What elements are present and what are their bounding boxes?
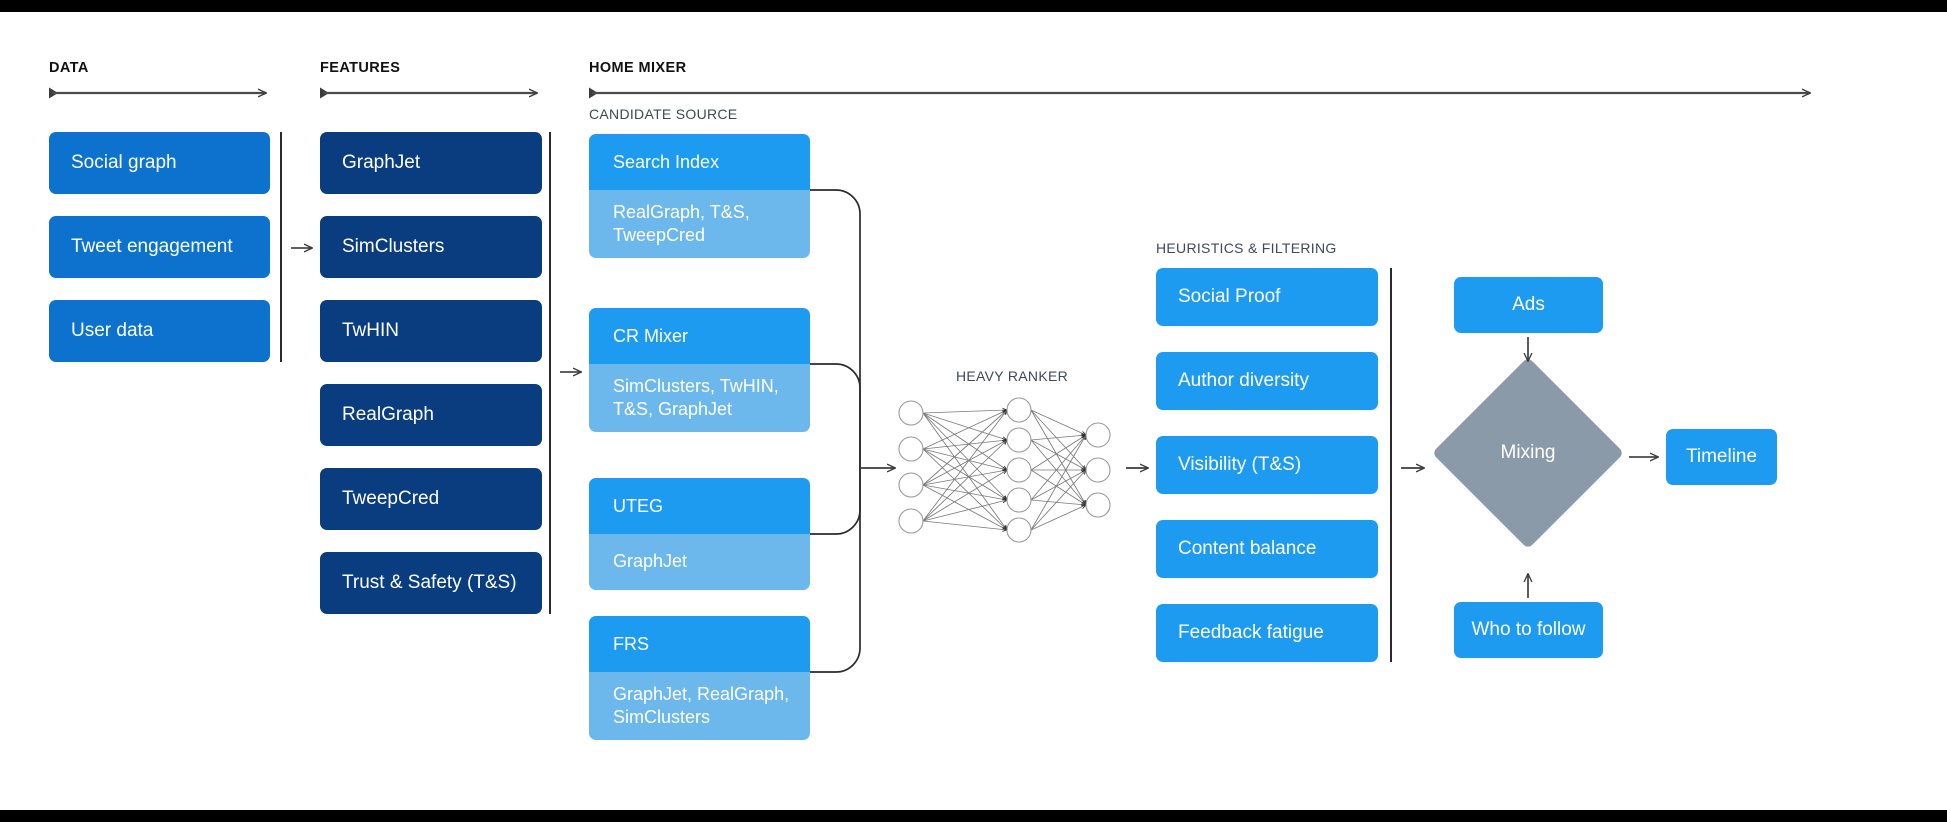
stage-axis-data — [49, 87, 266, 99]
data-box-label: User data — [71, 320, 154, 341]
output-box-label: Timeline — [1685, 446, 1758, 467]
feature-box-label: RealGraph — [342, 404, 434, 425]
candidate-source-card-search-index[interactable]: Search Index RealGraph, T&S, TweepCred — [589, 134, 810, 258]
heuristic-box-label: Visibility (T&S) — [1178, 454, 1302, 475]
heuristic-box-label: Author diversity — [1178, 370, 1309, 391]
candidate-source-features: SimClusters, TwHIN, T&S, GraphJet — [589, 364, 810, 432]
candidate-source-features: GraphJet, RealGraph, SimClusters — [589, 672, 810, 740]
feature-box-label: TweepCred — [342, 488, 440, 509]
stage-header-data: DATA — [49, 60, 89, 76]
candidate-source-card-frs[interactable]: FRS GraphJet, RealGraph, SimClusters — [589, 616, 810, 740]
output-box-who-to-follow[interactable]: Who to follow — [1454, 602, 1603, 658]
candidate-source-label: CANDIDATE SOURCE — [589, 106, 738, 122]
heuristic-box-author-diversity[interactable]: Author diversity — [1156, 352, 1378, 410]
candidate-source-card-uteg[interactable]: UTEG GraphJet — [589, 478, 810, 590]
heuristic-box-social-proof[interactable]: Social Proof — [1156, 268, 1378, 326]
data-box-user-data[interactable]: User data — [49, 300, 270, 362]
candidate-source-features: RealGraph, T&S, TweepCred — [589, 190, 810, 258]
heuristic-box-label: Content balance — [1178, 538, 1317, 559]
output-box-label: Who to follow — [1471, 619, 1586, 640]
data-box-label: Social graph — [71, 152, 177, 173]
heuristic-box-label: Feedback fatigue — [1178, 622, 1324, 643]
candidate-source-bracket — [810, 189, 861, 673]
divider-features-mixer — [549, 132, 551, 614]
stage-header-features: FEATURES — [320, 60, 401, 76]
diagram-canvas: DATA FEATURES HOME MIXER CANDIDATE SOURC… — [0, 12, 1947, 810]
feature-box-trust-safety[interactable]: Trust & Safety (T&S) — [320, 552, 542, 614]
divider-heuristics-output — [1390, 268, 1392, 662]
data-box-social-graph[interactable]: Social graph — [49, 132, 270, 194]
feature-box-graphjet[interactable]: GraphJet — [320, 132, 542, 194]
heuristic-box-visibility[interactable]: Visibility (T&S) — [1156, 436, 1378, 494]
candidate-source-title: Search Index — [589, 134, 810, 190]
output-box-ads[interactable]: Ads — [1454, 277, 1603, 333]
stage-axis-home-mixer — [589, 87, 1810, 99]
heuristics-label: HEURISTICS & FILTERING — [1156, 240, 1337, 256]
candidate-source-features: GraphJet — [589, 534, 810, 590]
output-box-timeline[interactable]: Timeline — [1666, 429, 1777, 485]
feature-box-label: GraphJet — [342, 152, 421, 173]
feature-box-label: TwHIN — [342, 320, 399, 341]
feature-box-label: SimClusters — [342, 236, 445, 257]
data-box-tweet-engagement[interactable]: Tweet engagement — [49, 216, 270, 278]
mixing-node[interactable]: Mixing — [1431, 356, 1625, 550]
mixing-label: Mixing — [1500, 442, 1556, 463]
feature-box-simclusters[interactable]: SimClusters — [320, 216, 542, 278]
feature-box-label: Trust & Safety (T&S) — [342, 572, 517, 593]
heuristic-box-label: Social Proof — [1178, 286, 1281, 307]
candidate-source-title: UTEG — [589, 478, 810, 534]
stage-header-home-mixer: HOME MIXER — [589, 60, 687, 76]
heavy-ranker-network — [898, 397, 1111, 543]
divider-data-features — [280, 132, 282, 362]
nn-edges — [922, 410, 1086, 530]
heuristic-box-content-balance[interactable]: Content balance — [1156, 520, 1378, 578]
candidate-source-card-cr-mixer[interactable]: CR Mixer SimClusters, TwHIN, T&S, GraphJ… — [589, 308, 810, 432]
heuristic-box-feedback-fatigue[interactable]: Feedback fatigue — [1156, 604, 1378, 662]
candidate-source-title: CR Mixer — [589, 308, 810, 364]
heavy-ranker-label: HEAVY RANKER — [956, 368, 1069, 384]
diagram-connectors-layer — [49, 87, 1947, 673]
data-box-label: Tweet engagement — [71, 236, 233, 257]
feature-box-twhin[interactable]: TwHIN — [320, 300, 542, 362]
nn-nodes — [898, 397, 1111, 543]
candidate-source-title: FRS — [589, 616, 810, 672]
output-box-label: Ads — [1512, 294, 1545, 315]
stage-axis-features — [320, 87, 537, 99]
feature-box-realgraph[interactable]: RealGraph — [320, 384, 542, 446]
feature-box-tweepcred[interactable]: TweepCred — [320, 468, 542, 530]
